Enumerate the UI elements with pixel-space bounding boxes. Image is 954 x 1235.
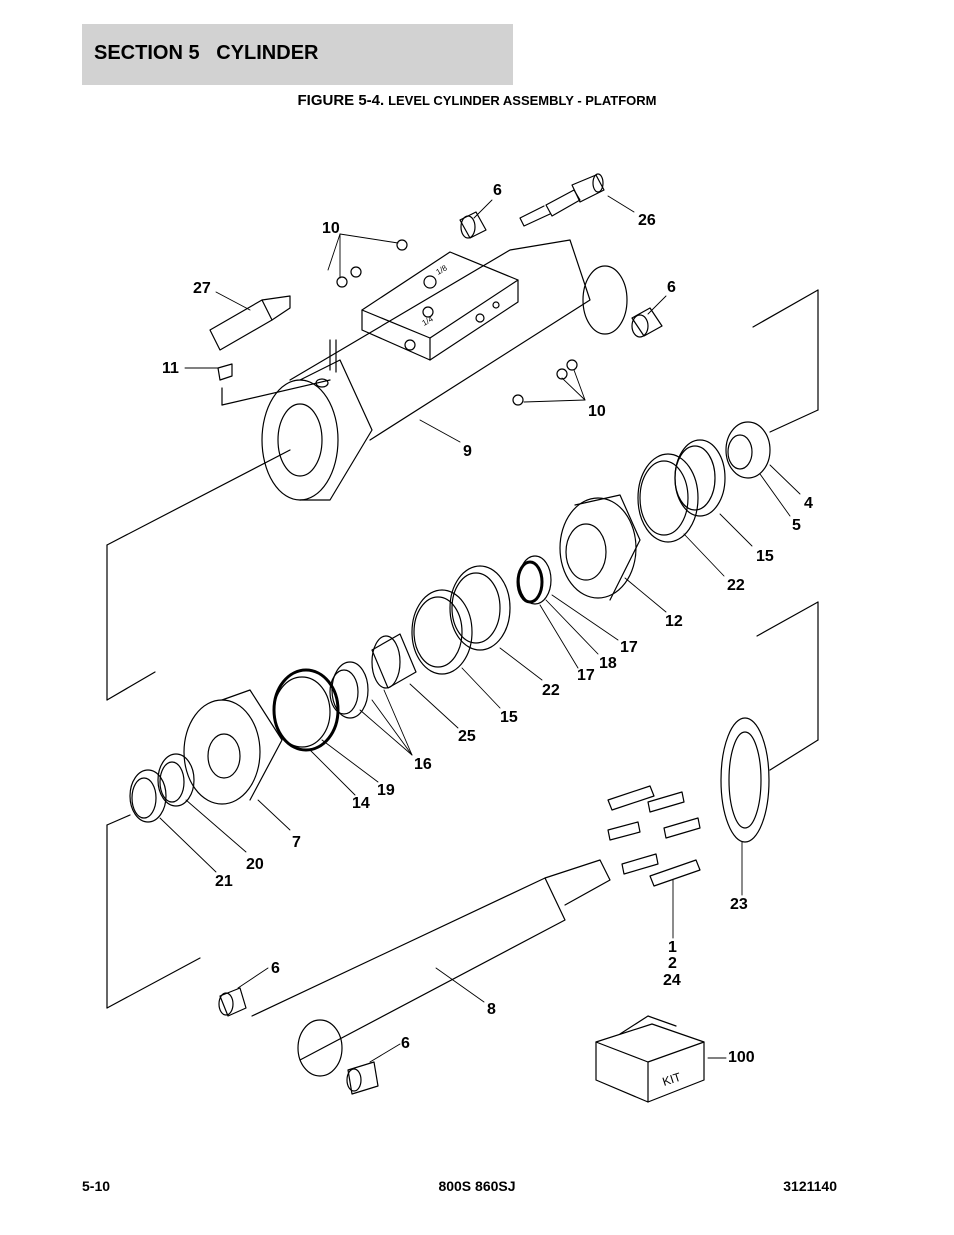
callout-12: 12	[665, 613, 683, 630]
callout-22-a: 22	[727, 577, 745, 594]
bushing-6-bottom-left	[218, 987, 247, 1017]
callout-6-b: 6	[667, 279, 676, 296]
callout-16: 16	[414, 756, 432, 773]
callout-18: 18	[599, 655, 617, 672]
callout-25: 25	[458, 728, 476, 745]
capscrews	[607, 785, 701, 887]
callout-19: 19	[377, 782, 395, 799]
callout-23: 23	[730, 896, 748, 913]
footer-model: 800S 860SJ	[438, 1178, 516, 1194]
fitting-26	[519, 173, 605, 227]
bushing-6-top	[459, 211, 487, 239]
rod-seals	[129, 753, 195, 823]
callout-labels: 6 26 10 27 6 11 10 9 4 5 15 22 12 17 18 …	[162, 182, 813, 1066]
kit-box-100: KIT	[595, 1015, 705, 1103]
callout-100: 100	[728, 1049, 755, 1066]
port-label-1-8: 1/8	[435, 263, 450, 277]
callout-6-a: 6	[493, 182, 502, 199]
callout-8: 8	[487, 1001, 496, 1018]
bushing-6-right	[631, 307, 663, 338]
piston-seals	[272, 555, 552, 752]
fitting-27	[209, 295, 291, 351]
callout-17-b: 17	[577, 667, 595, 684]
callout-4: 4	[804, 495, 813, 512]
section-header: SECTION 5 CYLINDER	[82, 24, 513, 85]
callout-7: 7	[292, 834, 301, 851]
section-number: SECTION 5	[94, 42, 200, 64]
cylinder-barrel-9	[261, 239, 628, 501]
callout-27: 27	[193, 280, 211, 297]
footer-doc-number: 3121140	[783, 1178, 837, 1194]
callout-21: 21	[215, 873, 233, 890]
head-components	[559, 421, 771, 601]
callout-14: 14	[352, 795, 370, 812]
callout-22-b: 22	[542, 682, 560, 699]
callout-15-b: 15	[500, 709, 518, 726]
callout-11: 11	[162, 360, 179, 377]
callout-10-a: 10	[322, 220, 340, 237]
callout-15-a: 15	[756, 548, 774, 565]
plugs	[217, 239, 578, 406]
valve-block: 1/8 1/4	[361, 251, 519, 361]
footer-page-number: 5-10	[82, 1178, 111, 1194]
leader-lines	[159, 195, 801, 1063]
callout-20: 20	[246, 856, 264, 873]
bushing-6-bottom-right	[346, 1061, 379, 1095]
callout-17-a: 17	[620, 639, 638, 656]
kit-box-label: KIT	[661, 1070, 684, 1089]
port-label-1-4: 1/4	[421, 314, 436, 328]
figure-number: FIGURE 5-4.	[297, 92, 385, 109]
callout-26: 26	[638, 212, 656, 229]
section-title: CYLINDER	[216, 42, 319, 64]
rod-guide-7	[183, 689, 283, 805]
callout-10-b: 10	[588, 403, 606, 420]
callout-6-d: 6	[401, 1035, 410, 1052]
callout-24: 24	[663, 972, 681, 989]
callout-9: 9	[463, 443, 472, 460]
figure-caption: LEVEL CYLINDER ASSEMBLY - PLATFORM	[388, 93, 657, 108]
piston-rod-8	[251, 859, 611, 1077]
callout-6-c: 6	[271, 960, 280, 977]
callout-1: 1	[668, 939, 677, 956]
callout-5: 5	[792, 517, 801, 534]
assembly-bracket-lines	[106, 289, 819, 1009]
figure-title: FIGURE 5-4. LEVEL CYLINDER ASSEMBLY - PL…	[0, 92, 954, 109]
flange-23	[720, 717, 770, 843]
callout-2: 2	[668, 955, 677, 972]
